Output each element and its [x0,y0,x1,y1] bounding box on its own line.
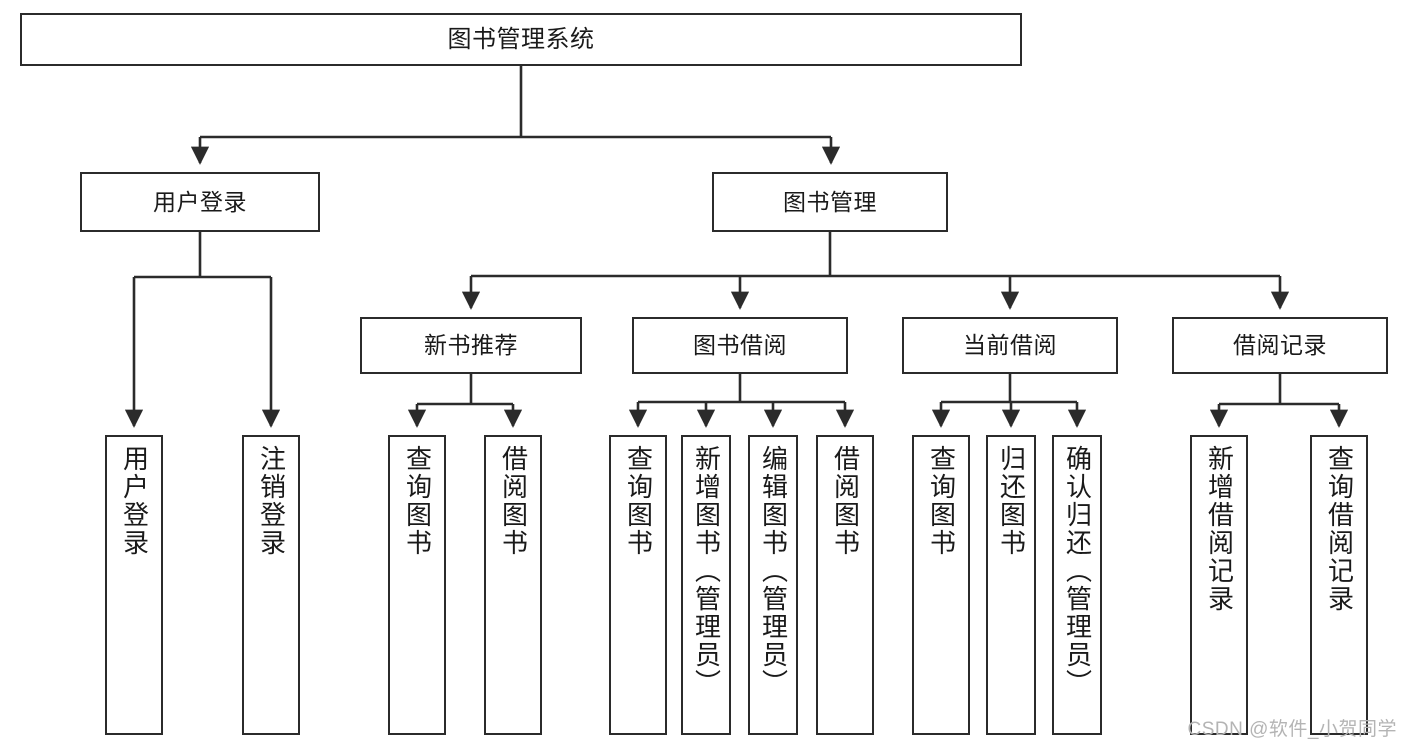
csdn-watermark: CSDN @软件_小贺同学 [1187,719,1397,740]
node-leaf-add-borrow-record[interactable]: 新增借阅记录 [1190,435,1248,735]
node-leaf-borrow-book-2[interactable]: 借阅图书 [816,435,874,735]
node-root-book-management-system[interactable]: 图书管理系统 [20,13,1022,66]
node-leaf-add-book[interactable]: 新增图书（管理员） [681,435,731,735]
node-label: 用户登录 [153,188,247,215]
node-label: 确认归还（管理员） [1062,445,1093,697]
node-leaf-borrow-book-1[interactable]: 借阅图书 [484,435,542,735]
node-label: 归还图书 [996,445,1027,557]
node-user-login[interactable]: 用户登录 [80,172,320,232]
node-book-manage[interactable]: 图书管理 [712,172,948,232]
node-label: 图书借阅 [693,332,787,359]
node-leaf-query-book-1[interactable]: 查询图书 [388,435,446,735]
node-leaf-return-book[interactable]: 归还图书 [986,435,1036,735]
node-new-book-recommend[interactable]: 新书推荐 [360,317,582,374]
node-label: 新增借阅记录 [1204,445,1235,613]
node-label: 查询图书 [402,445,433,557]
node-leaf-query-borrow-record[interactable]: 查询借阅记录 [1310,435,1368,735]
node-label: 查询图书 [926,445,957,557]
node-label: 图书管理系统 [447,25,595,53]
node-label: 注销登录 [256,445,287,557]
node-label: 借阅图书 [830,445,861,557]
node-label: 借阅图书 [498,445,529,557]
node-label: 查询图书 [623,445,654,557]
node-leaf-query-book-3[interactable]: 查询图书 [912,435,970,735]
node-leaf-confirm-return[interactable]: 确认归还（管理员） [1052,435,1102,735]
node-leaf-user-login[interactable]: 用户登录 [105,435,163,735]
node-leaf-edit-book[interactable]: 编辑图书（管理员） [748,435,798,735]
node-label: 新增图书（管理员） [691,445,722,697]
node-label: 新书推荐 [424,332,518,359]
node-label: 编辑图书（管理员） [758,445,789,697]
node-leaf-logout-login[interactable]: 注销登录 [242,435,300,735]
node-leaf-query-book-2[interactable]: 查询图书 [609,435,667,735]
node-current-borrow[interactable]: 当前借阅 [902,317,1118,374]
node-label: 图书管理 [783,188,877,215]
node-borrow-record[interactable]: 借阅记录 [1172,317,1388,374]
node-label: 当前借阅 [963,332,1057,359]
node-label: 用户登录 [119,445,150,557]
node-book-borrow[interactable]: 图书借阅 [632,317,848,374]
node-label: 查询借阅记录 [1324,445,1355,613]
node-label: 借阅记录 [1233,332,1327,359]
